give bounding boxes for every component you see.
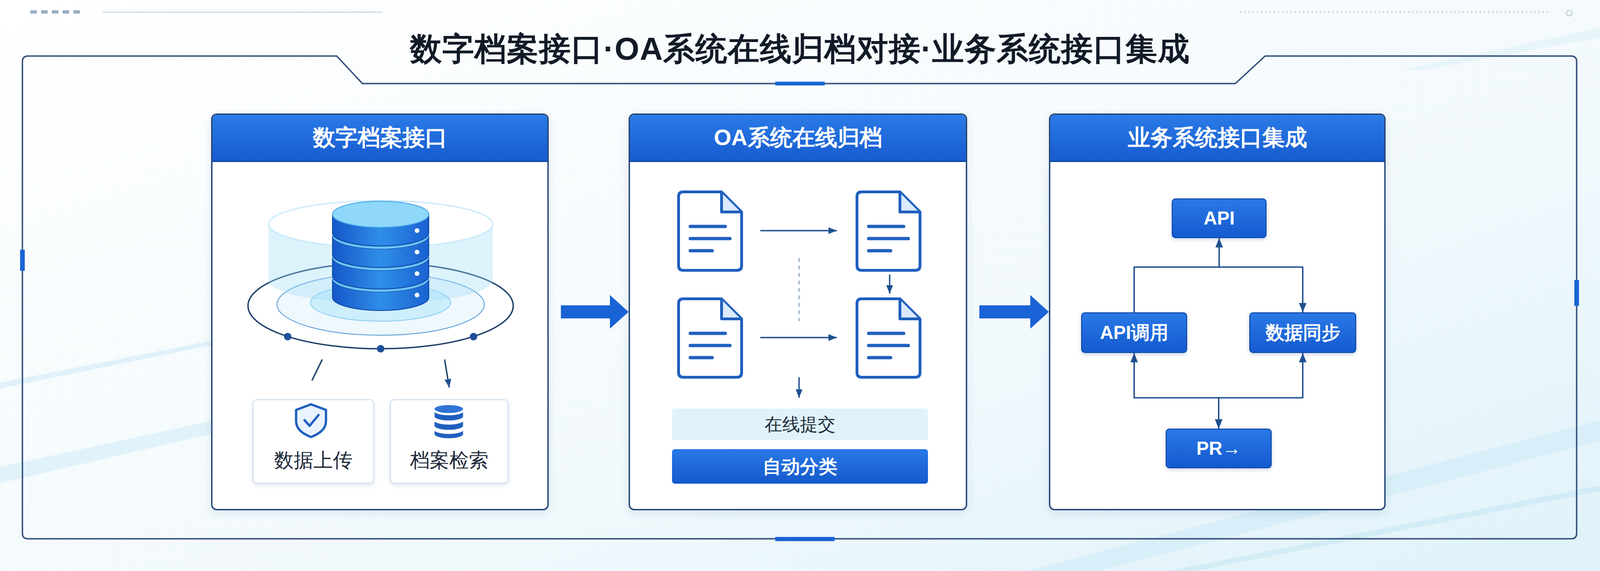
- base-plate: [310, 283, 451, 322]
- decor-line: [102, 11, 383, 13]
- database-top: [332, 201, 429, 228]
- flow-arrow: [760, 230, 837, 232]
- panel-heading: OA系统在线归档: [630, 114, 966, 163]
- box-label: 自动分类: [762, 453, 838, 480]
- box-label: 数据同步: [1265, 319, 1341, 346]
- decor-dot: [1566, 10, 1572, 16]
- glass-halo: [268, 224, 493, 304]
- feature-tile: 档案检索: [389, 399, 509, 484]
- database-layer: [332, 265, 429, 292]
- outer-frame: [22, 56, 1577, 539]
- leader-arrow: [444, 359, 450, 388]
- panel-card: 数字档案接口数据上传 档案检索: [211, 113, 549, 511]
- server-light: [414, 228, 420, 234]
- database-layer: [332, 222, 429, 249]
- document-icon: [856, 298, 921, 378]
- box-label: 在线提交: [764, 412, 836, 437]
- server-light: [414, 271, 420, 277]
- connector-line: [1219, 238, 1303, 313]
- corner-dash: [62, 10, 70, 14]
- panel-card: 业务系统接口集成 API API调用 数据同步 PR→: [1048, 113, 1386, 511]
- frame-accent: [775, 537, 835, 542]
- flow-arrow: [889, 274, 891, 294]
- database-layer: [332, 214, 429, 247]
- document-icon: [678, 298, 742, 378]
- box-label: API: [1203, 207, 1235, 229]
- api-box: PR→: [1165, 428, 1272, 469]
- decor-line: [1239, 11, 1551, 14]
- database-layer: [332, 257, 429, 290]
- flow-arrow: [967, 305, 1049, 319]
- step-band: 在线提交: [672, 408, 928, 441]
- box-label: API调用: [1099, 319, 1169, 346]
- database-layer: [332, 244, 429, 271]
- box-label: PR→: [1196, 438, 1242, 460]
- corner-dash: [41, 10, 48, 14]
- corner-dash: [73, 10, 80, 14]
- database-layer: [332, 278, 429, 311]
- flow-arrow: [798, 377, 800, 398]
- database-icon: [433, 428, 464, 439]
- connector-line: [1218, 353, 1303, 429]
- dashed-guide: [798, 258, 800, 322]
- diagram-title: 数字档案接口·OA系统在线归档对接·业务系统接口集成: [410, 28, 1190, 71]
- frame-accent: [1574, 280, 1579, 306]
- light-streak: [1401, 28, 1600, 71]
- api-box: API调用: [1081, 312, 1188, 354]
- database-icon: [433, 404, 464, 414]
- server-light: [414, 292, 420, 298]
- orbit-ring: [247, 262, 514, 349]
- api-box: 数据同步: [1249, 312, 1357, 354]
- box-label: 档案检索: [410, 447, 489, 474]
- leader-line: [311, 359, 323, 381]
- connector-line: [1134, 353, 1219, 429]
- glass-halo: [268, 200, 493, 248]
- panel-heading: 数字档案接口: [212, 114, 548, 163]
- orbit-dot: [376, 345, 385, 353]
- feature-tile: 数据上传: [252, 399, 375, 484]
- corner-dash: [51, 10, 59, 14]
- database-icon: [433, 410, 464, 422]
- shield-icon: [296, 404, 326, 438]
- orbit-dot: [469, 332, 478, 341]
- check-icon: [304, 415, 319, 426]
- document-icon: [856, 191, 921, 271]
- orbit-ring: [276, 273, 485, 336]
- panel-heading: 业务系统接口集成: [1050, 114, 1385, 163]
- connector-line: [1134, 238, 1220, 313]
- flow-arrow: [548, 305, 629, 319]
- document-icon: [678, 191, 742, 271]
- orbit-dot: [283, 332, 292, 341]
- corner-dash: [30, 10, 37, 14]
- flow-arrow: [760, 337, 837, 339]
- step-band: 自动分类: [672, 449, 928, 484]
- api-box: API: [1171, 198, 1267, 239]
- frame-accent: [775, 81, 825, 86]
- server-light: [414, 249, 420, 255]
- box-label: 数据上传: [274, 447, 353, 474]
- panel-card: OA系统在线归档在线提交自动分类: [628, 113, 968, 511]
- frame-accent: [20, 249, 25, 271]
- database-layer: [332, 235, 429, 268]
- database-icon: [433, 419, 464, 431]
